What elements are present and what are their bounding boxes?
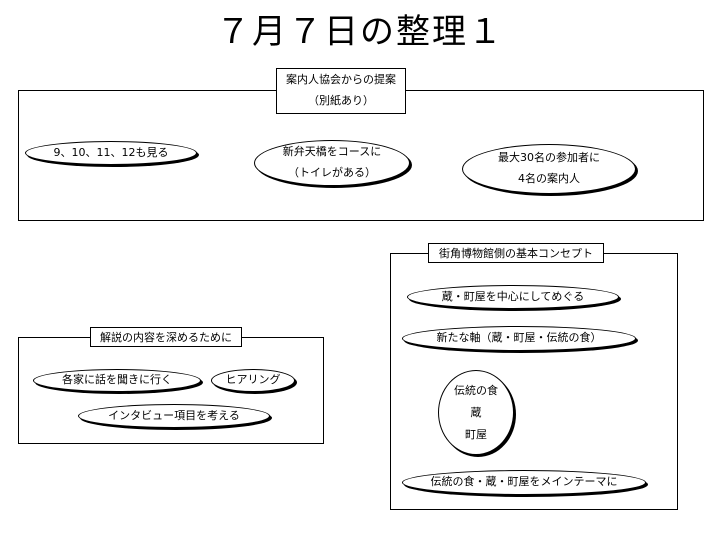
commentary-item-hearing: ヒアリング bbox=[211, 369, 295, 392]
proposal-label-line1: 案内人協会からの提案 bbox=[286, 73, 396, 87]
museum-circle: 伝統の食 蔵 町屋 bbox=[438, 370, 514, 455]
commentary-item-interview: インタビュー項目を考える bbox=[78, 404, 270, 428]
proposal-label: 案内人協会からの提案 （別紙あり） bbox=[276, 68, 406, 114]
museum-item-new-axis: 新たな軸（蔵・町屋・伝統の食） bbox=[402, 326, 636, 351]
museum-label: 街角博物館側の基本コンセプト bbox=[428, 243, 604, 263]
commentary-item-visit-homes: 各家に話を聞きに行く bbox=[33, 369, 201, 392]
proposal-item-bridge-course: 新弁天橋をコースに （トイレがある） bbox=[254, 140, 410, 186]
commentary-label: 解説の内容を深めるために bbox=[90, 327, 242, 347]
proposal-item-participants: 最大30名の参加者に 4名の案内人 bbox=[462, 144, 636, 194]
proposal-label-line2: （別紙あり） bbox=[308, 94, 374, 107]
proposal-item-see-more: 9、10、11、12も見る bbox=[25, 141, 197, 165]
museum-item-kura-machiya: 蔵・町屋を中心にしてめぐる bbox=[407, 285, 619, 309]
museum-item-main-theme: 伝統の食・蔵・町屋をメインテーマに bbox=[402, 470, 646, 495]
page-title: ７月７日の整理１ bbox=[216, 12, 504, 52]
